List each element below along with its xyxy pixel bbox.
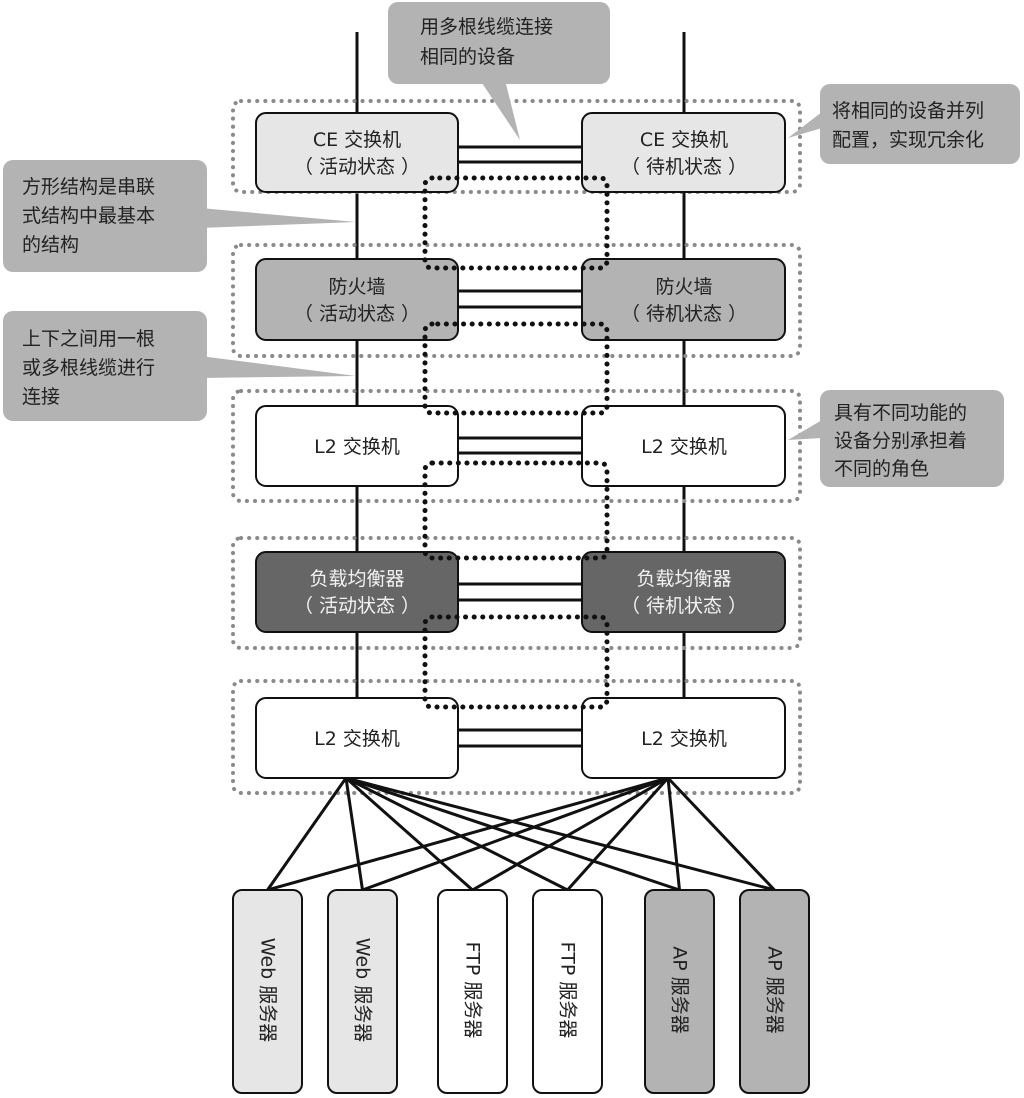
loop-fw-l2 [422,321,610,416]
callout-top-line2: 相同的设备 [420,46,515,68]
callouts [3,2,1020,487]
callout-right-top-line1: 将相同的设备并列 [832,100,984,122]
uplink-left-server-1 [266,777,348,891]
callout-right-mid-tail [788,420,822,440]
server-2[interactable]: Web 服务器 [327,889,398,1094]
callout-right-top [820,84,1020,164]
uplink-left-server-5 [345,776,680,892]
server-box[interactable] [437,889,508,1094]
uplink-left-server-4 [345,776,569,892]
server-label: Web 服务器 [352,938,374,1042]
ce-standby-state: （ 待机状态 ） [621,156,747,178]
server-box[interactable] [232,889,303,1094]
lb-standby-name: 负载均衡器 [636,568,731,590]
server-4[interactable]: FTP 服务器 [532,889,603,1094]
l2-lower-right-name: L2 交换机 [641,728,727,750]
pair-cables [458,145,582,748]
firewall-standby[interactable] [581,258,786,341]
server-box[interactable] [739,889,810,1094]
fw-active-state: （ 活动状态 ） [294,303,420,325]
l2-lower-left-name: L2 交换机 [314,728,400,750]
ce-active-state: （ 活动状态 ） [294,156,420,178]
callout-left-top-line2: 式结构中最基本 [22,205,155,227]
server-box[interactable] [327,889,398,1094]
server-uplinks [266,776,776,892]
servers: Web 服务器 Web 服务器 FTP 服务器 FTP 服务器 AP 服务器 AP 服务器 [232,889,810,1094]
redundancy-groups [231,99,802,795]
group-loadbalancer [231,536,802,650]
callout-left-mid [3,311,207,421]
group-firewall [231,243,802,358]
l2-upper-left-name: L2 交换机 [314,436,400,458]
callout-top-tail [480,80,520,140]
server-5[interactable]: AP 服务器 [644,889,715,1094]
ce-active-name: CE 交换机 [313,129,401,151]
callout-right-mid-line1: 具有不同功能的 [834,402,967,424]
loop-l2-lb [422,460,610,561]
server-label: Web 服务器 [257,938,279,1042]
server-6[interactable]: AP 服务器 [739,889,810,1094]
uplink-left-server-6 [345,776,775,892]
server-3[interactable]: FTP 服务器 [437,889,508,1094]
l2-switch-upper-right[interactable] [581,405,786,487]
loop-ce-fw [422,175,610,271]
fw-active-name: 防火墙 [328,276,385,298]
server-box[interactable] [532,889,603,1094]
callout-right-top-line2: 配置，实现冗余化 [832,129,984,151]
server-label: FTP 服务器 [462,942,484,1039]
server-box[interactable] [644,889,715,1094]
callout-top [388,2,610,84]
fw-standby-name: 防火墙 [655,276,712,298]
group-l2-upper [231,389,802,503]
callout-left-top-line1: 方形结构是串联 [22,176,155,198]
l2-switch-lower-left[interactable] [255,697,459,779]
callout-left-top-line3: 的结构 [22,234,79,256]
callout-top-line1: 用多根线缆连接 [420,16,553,38]
server-1[interactable]: Web 服务器 [232,889,303,1094]
loop-lb-l2 [422,614,610,710]
l2-upper-right-name: L2 交换机 [641,436,727,458]
callout-left-top-tail [200,208,356,228]
uplink-right-server-4 [566,776,670,892]
callout-left-mid-tail [200,356,356,378]
lb-active-name: 负载均衡器 [309,568,404,590]
ce-switch-active[interactable] [255,112,459,193]
server-label: AP 服务器 [669,946,691,1034]
callout-left-mid-line3: 连接 [22,386,60,408]
square-loops [422,175,610,710]
fw-standby-state: （ 待机状态 ） [621,303,747,325]
devices [255,112,786,779]
group-l2-lower [231,679,802,795]
l2-switch-upper-left[interactable] [255,405,459,487]
callout-left-mid-line1: 上下之间用一根 [22,328,155,350]
callout-left-mid-line2: 或多根线缆进行 [22,357,155,379]
uplink-left-server-3 [345,776,474,892]
lb-standby-state: （ 待机状态 ） [621,595,747,617]
callout-right-mid-line2: 设备分别承担着 [834,430,967,452]
firewall-active[interactable] [255,258,459,341]
uplink-right-server-3 [471,776,669,892]
ce-standby-name: CE 交换机 [640,129,728,151]
group-ce [231,99,802,194]
loadbalancer-standby[interactable] [581,551,786,633]
uplink-right-server-6 [666,776,776,892]
server-label: FTP 服务器 [557,942,579,1039]
callout-right-mid [820,390,1004,487]
l2-switch-lower-right[interactable] [581,697,786,779]
uplink-right-server-5 [666,777,681,891]
loadbalancer-active[interactable] [255,551,459,633]
uplink-right-server-1 [267,776,669,892]
ce-switch-standby[interactable] [581,112,786,193]
lb-active-state: （ 活动状态 ） [294,595,420,617]
uplink-left-server-2 [344,777,364,891]
server-label: AP 服务器 [764,946,786,1034]
callout-right-top-tail [788,112,822,138]
callout-right-mid-line3: 不同的角色 [834,458,929,480]
callout-left-top [3,160,207,272]
